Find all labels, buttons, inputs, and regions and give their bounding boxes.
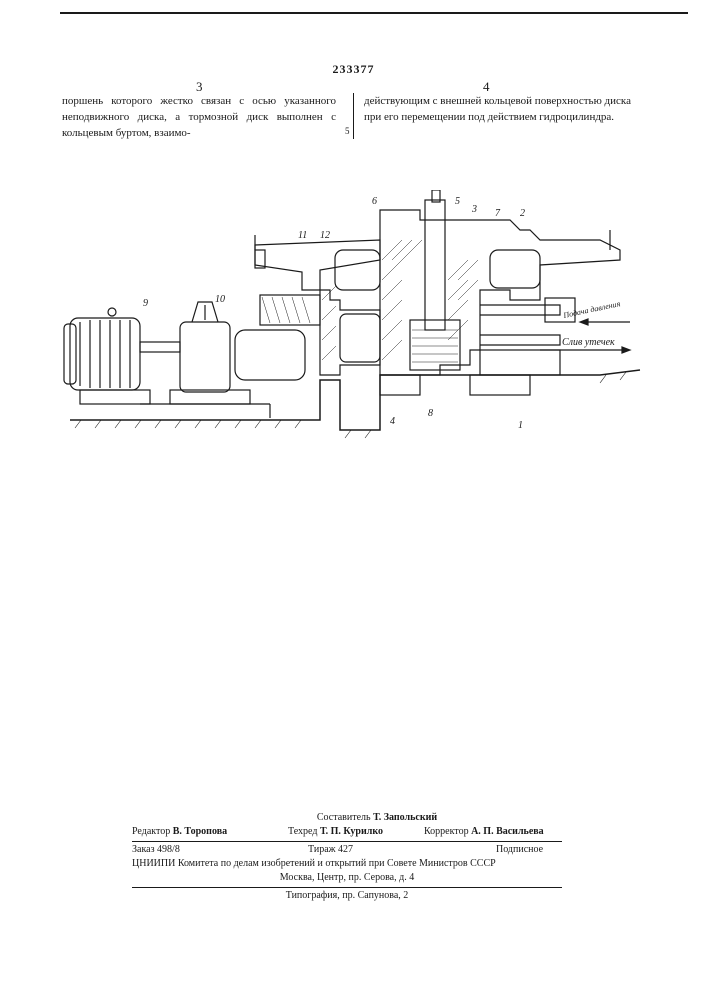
- patent-number: 233377: [0, 62, 707, 77]
- part-label-11: 11: [298, 230, 307, 241]
- column-text-right: действующим с внешней кольцевой поверхно…: [364, 93, 638, 125]
- editor-label: Редактор: [132, 826, 170, 837]
- imprint: Составитель Т. Запольский Редактор В. То…: [132, 812, 562, 904]
- address-line: Москва, Центр, пр. Серова, д. 4: [132, 872, 562, 886]
- part-label-8: 8: [428, 408, 433, 419]
- printing-line: Типография, пр. Сапунова, 2: [132, 890, 562, 904]
- part-label-2: 2: [520, 208, 525, 219]
- technical-drawing: 6 5 3 7 2 11 12 9 10 8 4 1 Подача давлен…: [40, 190, 680, 450]
- corrector-label: Корректор: [424, 826, 469, 837]
- part-label-10: 10: [215, 294, 225, 305]
- part-label-3: 3: [471, 204, 477, 215]
- footer-rule-bottom: [132, 887, 562, 888]
- column-text-left: поршень которого жестко связан с осью ук…: [62, 93, 336, 141]
- margin-line-number: 5: [345, 126, 350, 136]
- supply-annotation: Подача давления: [562, 299, 622, 320]
- drain-annotation: Слив утечек: [562, 337, 615, 348]
- part-label-9: 9: [143, 298, 148, 309]
- techred-name: Т. П. Курилко: [320, 826, 383, 837]
- part-label-5: 5: [455, 196, 460, 207]
- techred-label: Техред: [288, 826, 317, 837]
- part-label-6: 6: [372, 196, 377, 207]
- compiler-name: Т. Запольский: [373, 812, 437, 823]
- staff-line: Редактор В. Торопова Техред Т. П. Курилк…: [132, 826, 562, 840]
- order-line: Заказ 498/8 Тираж 427 Подписное: [132, 844, 562, 858]
- compiler-line: Составитель Т. Запольский: [132, 812, 562, 826]
- part-label-12: 12: [320, 230, 330, 241]
- circulation: Тираж 427: [308, 844, 353, 855]
- org-line: ЦНИИПИ Комитета по делам изобретений и о…: [132, 858, 562, 872]
- subscription: Подписное: [496, 844, 543, 855]
- footer-rule: [132, 841, 562, 842]
- column-divider: [353, 93, 354, 139]
- corrector-name: А. П. Васильева: [471, 826, 544, 837]
- order-number: Заказ 498/8: [132, 844, 180, 855]
- part-label-1: 1: [518, 420, 523, 431]
- part-label-4: 4: [390, 416, 395, 427]
- editor-name: В. Торопова: [173, 826, 227, 837]
- machine-cross-section: 6 5 3 7 2 11 12 9 10 8 4 1 Подача давлен…: [40, 190, 680, 450]
- top-rule: [60, 12, 688, 14]
- part-label-7: 7: [495, 208, 501, 219]
- compiler-label: Составитель: [317, 812, 371, 823]
